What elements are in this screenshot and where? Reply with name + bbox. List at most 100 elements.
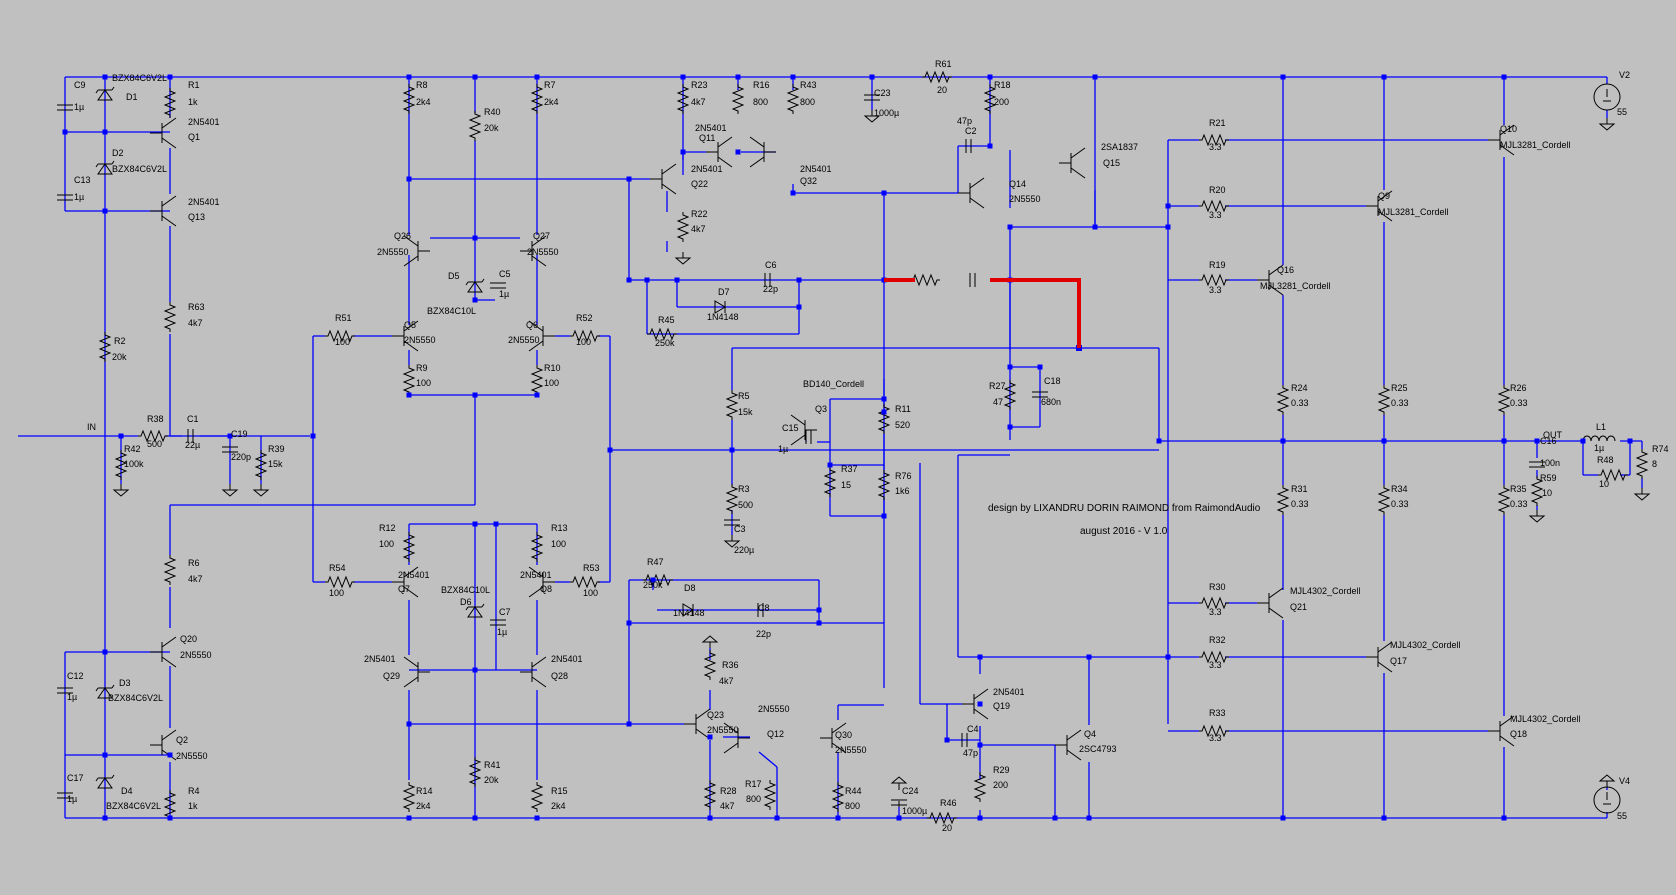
junction-76 bbox=[1165, 224, 1171, 230]
component-label: Q29 bbox=[383, 671, 400, 681]
component-label: C24 bbox=[902, 786, 919, 796]
r12-resistor bbox=[402, 532, 416, 562]
component-label: 1k6 bbox=[895, 486, 910, 496]
component-label: BZX84C6V2L bbox=[112, 164, 167, 174]
component-label: 2N5550 bbox=[180, 650, 212, 660]
junction-10 bbox=[1092, 74, 1098, 80]
component-label: 2N5550 bbox=[707, 725, 739, 735]
component-label: R3 bbox=[738, 484, 750, 494]
junction-19 bbox=[167, 752, 173, 758]
d1-diode bbox=[95, 86, 115, 101]
component-label: R76 bbox=[895, 471, 912, 481]
component-label: D2 bbox=[112, 148, 124, 158]
component-label: IN bbox=[87, 422, 96, 432]
component-label: 20k bbox=[484, 123, 499, 133]
component-label: 520 bbox=[895, 420, 910, 430]
q18-transistor bbox=[1488, 715, 1515, 747]
component-label: BZX84C6V2L bbox=[106, 801, 161, 811]
r24-resistor bbox=[1276, 385, 1290, 415]
gnd-r59-symbol bbox=[1528, 510, 1546, 523]
component-label: 2N5401 bbox=[364, 654, 396, 664]
junction-20 bbox=[102, 815, 108, 821]
component-label: R13 bbox=[551, 523, 568, 533]
component-label: C19 bbox=[231, 429, 248, 439]
r33-resistor bbox=[1199, 724, 1229, 738]
component-label: 22p bbox=[763, 284, 778, 294]
component-label: 2N5550 bbox=[1009, 194, 1041, 204]
component-label: R15 bbox=[551, 786, 568, 796]
junction-dots bbox=[62, 74, 1633, 821]
junction-43 bbox=[534, 392, 540, 398]
junction-65 bbox=[626, 620, 632, 626]
component-label: Q21 bbox=[1290, 602, 1307, 612]
component-label: 250k bbox=[655, 338, 675, 348]
junction-40 bbox=[472, 297, 478, 303]
c2-capacitor bbox=[965, 139, 972, 153]
junction-70 bbox=[790, 190, 796, 196]
selected-wire[interactable] bbox=[884, 278, 1081, 348]
component-label: BZX84C10L bbox=[427, 306, 476, 316]
d3-diode bbox=[95, 684, 115, 699]
c8-capacitor bbox=[757, 603, 764, 617]
component-label: 3.3 bbox=[1209, 607, 1222, 617]
junction-64 bbox=[816, 620, 822, 626]
junction-72 bbox=[1007, 224, 1013, 230]
component-label: 4k7 bbox=[691, 97, 706, 107]
component-label: 100 bbox=[335, 337, 350, 347]
r35-resistor bbox=[1497, 485, 1511, 515]
component-label: 1000µ bbox=[874, 108, 899, 118]
components bbox=[57, 70, 1651, 825]
junction-61 bbox=[881, 513, 887, 519]
component-label: 0.33 bbox=[1391, 499, 1409, 509]
q20-transistor bbox=[150, 636, 177, 668]
component-label: C12 bbox=[67, 671, 84, 681]
component-label: C2 bbox=[965, 126, 977, 136]
component-label: 2k4 bbox=[551, 801, 566, 811]
component-label: R26 bbox=[1510, 383, 1527, 393]
q27-transistor bbox=[520, 235, 547, 267]
component-label: C23 bbox=[874, 88, 891, 98]
component-label: Q5 bbox=[404, 320, 416, 330]
component-label: 4k7 bbox=[719, 676, 734, 686]
component-label: 100 bbox=[576, 337, 591, 347]
q12-transistor bbox=[723, 722, 750, 754]
component-label: D1 bbox=[126, 92, 138, 102]
q5-transistor bbox=[392, 320, 419, 352]
component-label: R35 bbox=[1510, 484, 1527, 494]
component-label: R17 bbox=[745, 779, 762, 789]
component-label: R31 bbox=[1291, 484, 1308, 494]
q21-transistor bbox=[1257, 587, 1284, 619]
junction-15 bbox=[62, 129, 68, 135]
component-label: 1k bbox=[188, 97, 198, 107]
junction-87 bbox=[1280, 438, 1286, 444]
component-label: D5 bbox=[448, 271, 460, 281]
q17-transistor bbox=[1366, 641, 1393, 673]
component-label: MJL3281_Cordell bbox=[1500, 140, 1571, 150]
r48-resistor bbox=[1598, 468, 1628, 482]
component-label: 15k bbox=[268, 459, 283, 469]
junction-12 bbox=[1381, 74, 1387, 80]
component-label: 1µ bbox=[778, 444, 788, 454]
component-label: R36 bbox=[722, 660, 739, 670]
component-label: C5 bbox=[499, 269, 511, 279]
component-label: Q9 bbox=[1378, 191, 1390, 201]
r39-resistor bbox=[254, 450, 268, 480]
junction-91 bbox=[1580, 438, 1586, 444]
junction-38 bbox=[406, 176, 412, 182]
r51-resistor bbox=[325, 329, 355, 343]
component-label: 2N5401 bbox=[188, 117, 220, 127]
component-label: R30 bbox=[1209, 582, 1226, 592]
wire-112 bbox=[758, 751, 778, 768]
junction-7 bbox=[790, 74, 796, 80]
component-label: Q11 bbox=[699, 133, 715, 143]
component-label: R21 bbox=[1209, 118, 1226, 128]
component-label: BD140_Cordell bbox=[803, 379, 864, 389]
junction-77 bbox=[1007, 364, 1013, 370]
component-label: 2k4 bbox=[544, 97, 559, 107]
junction-42 bbox=[472, 392, 478, 398]
component-label: 4k7 bbox=[691, 224, 706, 234]
r47-resistor bbox=[643, 573, 673, 587]
component-label: Q3 bbox=[815, 404, 827, 414]
component-label: R1 bbox=[188, 80, 200, 90]
junction-56 bbox=[881, 190, 887, 196]
